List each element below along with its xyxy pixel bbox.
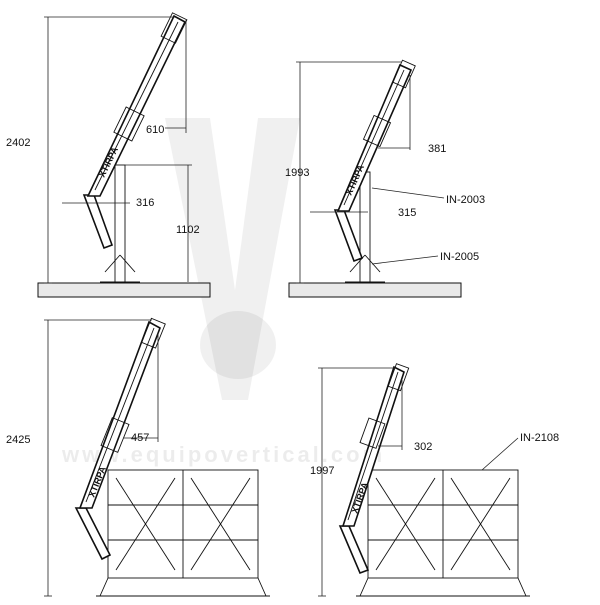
guardrail [356,469,530,597]
base-plate [37,282,211,298]
callout-label: IN-2005 [440,251,479,263]
dim-offset: 315 [398,207,416,219]
dim-reach: 457 [131,432,149,444]
mast-leg [338,525,370,575]
boom-head [160,12,188,44]
guardrail [96,469,270,597]
dim-reach: 610 [146,124,164,136]
mast-leg [333,209,364,263]
diagram-top-right: XTIRPA 1993 381 315 IN-2003 IN-2005 [285,59,485,298]
dim-base-height: 1102 [176,224,200,236]
boom-bracket [100,417,130,453]
callout-label: IN-2108 [520,432,559,444]
dim-height: 2425 [6,434,30,446]
dim-height: 2402 [6,137,30,149]
boom-bracket [359,417,386,449]
dim-offset: 316 [136,197,154,209]
watermark-v-icon [165,118,300,400]
mast-leg [74,507,112,561]
boom-head [387,363,410,392]
mast-base [359,171,371,284]
diagram-bottom-right: XTIRPA 1997 302 IN-2108 [310,363,559,597]
mast-boom [341,365,405,527]
boom-bracket [113,106,145,142]
boom-head [141,317,166,349]
dim-height: 1997 [310,465,334,477]
dim-reach: 302 [414,441,432,453]
dim-reach: 381 [428,143,446,155]
callout-label: IN-2003 [446,194,485,206]
mast-base [114,164,126,284]
mast-boom [336,63,413,212]
boom-bracket [362,114,392,148]
base-plate [288,282,462,298]
dim-height: 1993 [285,167,309,179]
watermark-e-icon [200,311,276,379]
